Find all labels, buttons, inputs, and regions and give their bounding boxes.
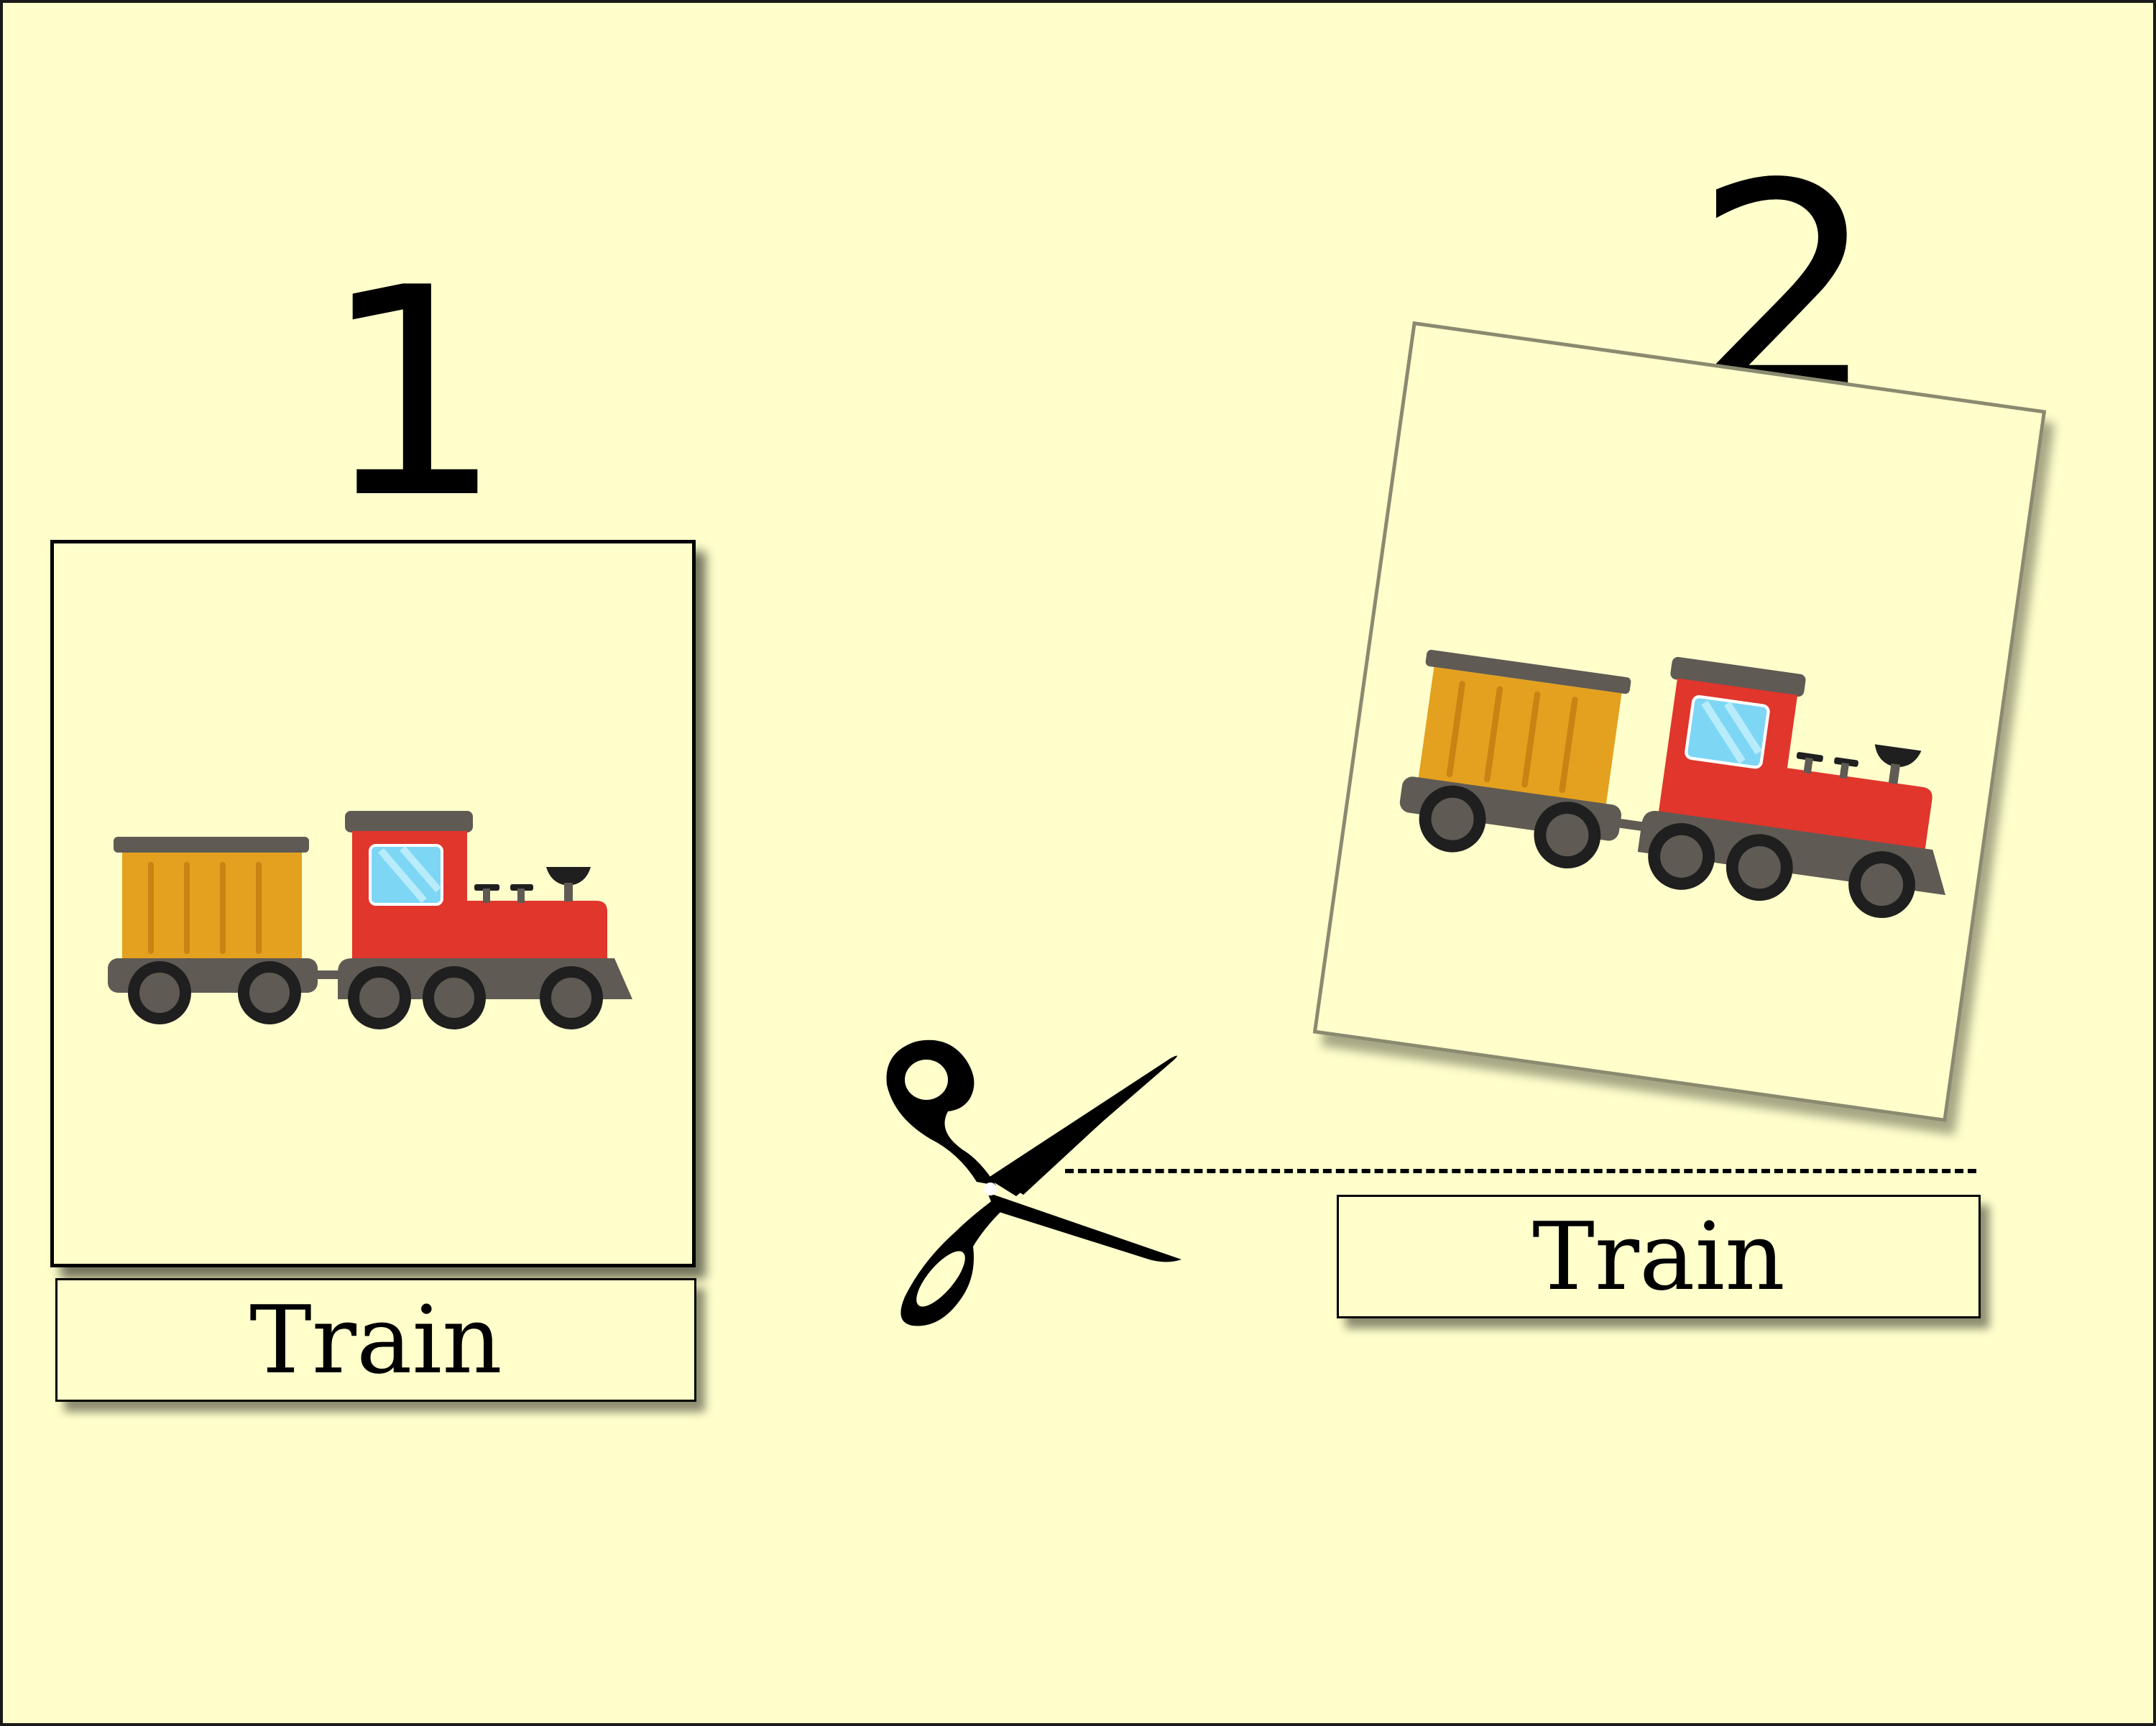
scissors-icon <box>886 1039 1181 1326</box>
label-card-1: Train <box>55 1278 696 1402</box>
train-icon-rotated <box>1399 649 1946 919</box>
picture-card-2 <box>1312 321 2047 1123</box>
step-1-number: 1 <box>321 227 505 561</box>
label-card-2: Train <box>1337 1195 1981 1318</box>
dashed-cut-line <box>1065 1169 1976 1173</box>
train-icon <box>108 811 632 1029</box>
label-2-text: Train <box>1532 1202 1785 1311</box>
picture-card-1 <box>50 540 696 1267</box>
label-1-text: Train <box>249 1285 502 1395</box>
